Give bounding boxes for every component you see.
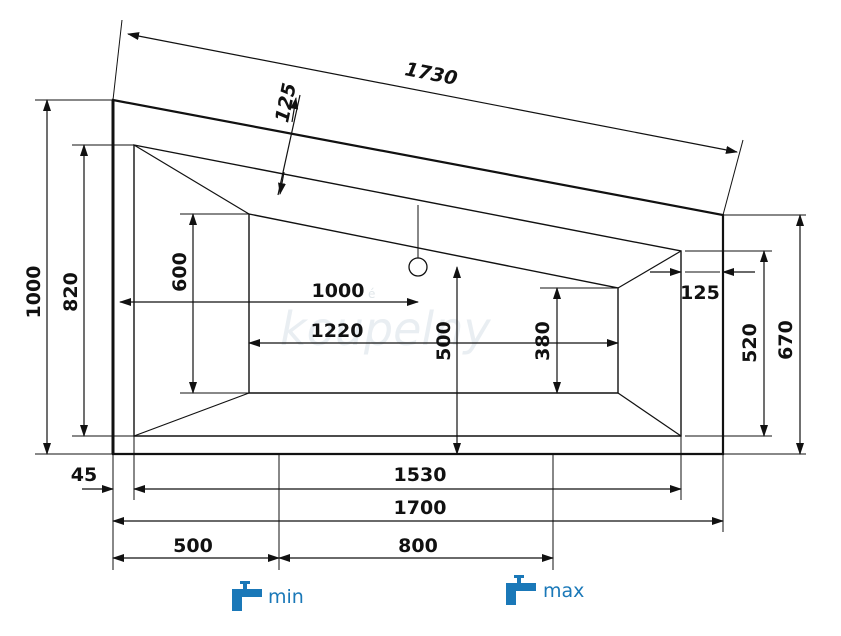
dimline-125-top bbox=[277, 94, 301, 196]
label-1700: 1700 bbox=[394, 497, 447, 519]
faucet-min-icon bbox=[232, 581, 262, 611]
label-380: 380 bbox=[532, 321, 554, 361]
tap-max-label: max bbox=[543, 580, 584, 602]
dimension-lines bbox=[43, 32, 804, 562]
watermark-accent: é bbox=[368, 287, 375, 301]
label-1000-inner: 1000 bbox=[312, 280, 365, 302]
label-1730: 1730 bbox=[403, 58, 459, 90]
label-600: 600 bbox=[169, 252, 191, 292]
label-125-right: 125 bbox=[680, 282, 720, 304]
label-800: 800 bbox=[398, 535, 438, 557]
label-500-bottom: 500 bbox=[173, 535, 213, 557]
label-670: 670 bbox=[775, 320, 797, 360]
tub-basin-bottom bbox=[133, 144, 682, 437]
tub-outer-outline bbox=[111, 98, 725, 456]
faucet-max-icon bbox=[506, 575, 536, 605]
label-820: 820 bbox=[60, 272, 82, 312]
label-45: 45 bbox=[71, 464, 97, 486]
label-500-vertical: 500 bbox=[433, 321, 455, 361]
tap-min-label: min bbox=[268, 586, 304, 608]
label-1000-left: 1000 bbox=[23, 266, 45, 319]
dimline-1730 bbox=[127, 32, 738, 154]
label-125-top: 125 bbox=[271, 81, 301, 124]
drain-circle bbox=[408, 257, 428, 277]
label-1530: 1530 bbox=[394, 464, 447, 486]
label-520: 520 bbox=[739, 323, 761, 363]
label-1220: 1220 bbox=[311, 320, 364, 342]
